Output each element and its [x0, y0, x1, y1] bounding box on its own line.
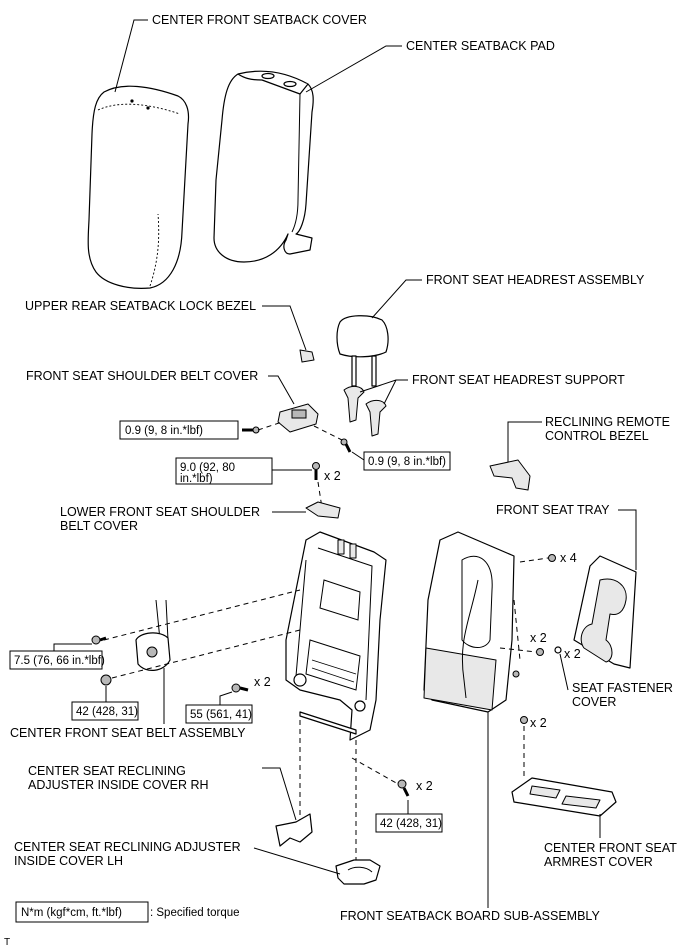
- label-front-seat-headrest-assembly: FRONT SEAT HEADREST ASSEMBLY: [426, 273, 645, 287]
- screw-board: [536, 648, 544, 656]
- label-reclining-bezel-line1: RECLINING REMOTE: [545, 415, 670, 429]
- leader-reclining-bezel: [507, 421, 542, 462]
- label-center-seatback-pad: CENTER SEATBACK PAD: [406, 39, 555, 53]
- label-adjuster-rh-line2: ADJUSTER INSIDE COVER RH: [28, 778, 209, 792]
- seat-belt-assembly-part: [135, 599, 171, 671]
- torque-shoulder-cover-right: 0.9 (9, 8 in.*lbf): [368, 456, 446, 468]
- leader-adjuster-cover-rh: [262, 767, 297, 821]
- qty-tray-screw: x 4: [560, 551, 577, 565]
- torque-frame-bottom: 42 (428, 31): [380, 818, 442, 830]
- label-adjuster-rh-line1: CENTER SEAT RECLINING: [28, 764, 186, 778]
- leader-headrest: [371, 279, 422, 319]
- torque-belt-upper: 7.5 (76, 66 in.*lbf): [14, 655, 105, 667]
- label-front-seat-tray: FRONT SEAT TRAY: [496, 503, 610, 517]
- torque-box-frame-bottom: [375, 813, 443, 833]
- label-front-seat-shoulder-belt-cover: FRONT SEAT SHOULDER BELT COVER: [26, 369, 258, 383]
- label-center-front-seatback-cover: CENTER FRONT SEATBACK COVER: [152, 13, 367, 27]
- screw-shoulder-cover-left: [242, 426, 260, 434]
- armrest-screw: [520, 716, 528, 724]
- label-center-front-seat-belt-assembly: CENTER FRONT SEAT BELT ASSEMBLY: [10, 726, 246, 740]
- qty-lower-cover-bolt: x 2: [324, 469, 341, 483]
- bolt-belt-upper: [91, 635, 107, 645]
- label-fastener-line1: SEAT FASTENER: [572, 681, 673, 695]
- bolt-frame-left: [231, 683, 249, 693]
- leader-front-seat-tray: [618, 509, 637, 570]
- torque-box-belt-upper: [9, 650, 103, 670]
- legend-description: : Specified torque: [150, 907, 240, 919]
- seatback-board-part: [423, 531, 521, 713]
- label-adjuster-lh-line2: INSIDE COVER LH: [14, 854, 123, 868]
- qty-board-screw: x 2: [530, 631, 547, 645]
- leader-lock-bezel: [262, 305, 307, 351]
- leader-shoulder-belt-cover: [268, 375, 295, 405]
- dashed-line-shoulder-cover-right: [313, 425, 343, 441]
- lower-shoulder-belt-cover-part: [305, 501, 341, 519]
- label-fastener-line2: COVER: [572, 695, 616, 709]
- screw-shoulder-cover-right: [340, 438, 352, 453]
- headrest-support-part: [343, 385, 387, 437]
- leader-headrest-support: [359, 379, 408, 405]
- armrest-cover-part: [511, 777, 617, 817]
- bolt-lower-cover: [312, 462, 320, 480]
- label-front-seat-headrest-support: FRONT SEAT HEADREST SUPPORT: [412, 373, 625, 387]
- bolt-belt-lower: [100, 674, 112, 686]
- lock-bezel-part: [299, 349, 315, 363]
- label-armrest-line2: ARMREST COVER: [544, 855, 653, 869]
- torque-box-shoulder-cover-right: [363, 451, 451, 471]
- label-lower-cover-line2: BELT COVER: [60, 519, 138, 533]
- seatback-cover-part: [87, 85, 190, 289]
- qty-armrest-screw: x 2: [530, 716, 547, 730]
- screw-board-lower: [512, 670, 520, 678]
- legend-unit-text: N*m (kgf*cm, ft.*lbf): [21, 907, 122, 919]
- label-upper-rear-seatback-lock-bezel: UPPER REAR SEATBACK LOCK BEZEL: [25, 299, 256, 313]
- torque-lower-cover-line2: in.*lbf): [180, 473, 213, 485]
- seat-fastener-cover-part: [554, 646, 562, 654]
- dashed-line-shoulder-cover-left: [257, 421, 283, 431]
- label-front-seatback-board: FRONT SEATBACK BOARD SUB-ASSEMBLY: [340, 909, 600, 923]
- leader-seatback-cover: [114, 19, 148, 93]
- torque-lower-cover-line1: 9.0 (92, 80: [180, 462, 235, 474]
- torque-box-frame-left: [185, 704, 253, 724]
- headrest-part: [336, 315, 389, 387]
- qty-frame-left-bolt: x 2: [254, 675, 271, 689]
- label-reclining-bezel-line2: CONTROL BEZEL: [545, 429, 649, 443]
- torque-box-shoulder-cover-left: [119, 420, 239, 440]
- label-lower-cover-line1: LOWER FRONT SEAT SHOULDER: [60, 505, 260, 519]
- screw-tray: [548, 554, 556, 562]
- adjuster-cover-lh-part: [335, 859, 381, 885]
- footer-mark: T: [4, 937, 10, 948]
- qty-fastener-cover: x 2: [564, 647, 581, 661]
- torque-box-lower-cover: [175, 457, 273, 485]
- torque-belt-lower: 42 (428, 31): [76, 706, 138, 718]
- leader-adjuster-cover-lh: [253, 847, 341, 875]
- label-armrest-line1: CENTER FRONT SEAT: [544, 841, 677, 855]
- torque-shoulder-cover-left: 0.9 (9, 8 in.*lbf): [125, 425, 203, 437]
- reclining-bezel-part: [489, 459, 531, 491]
- leader-seatback-pad: [305, 45, 402, 93]
- torque-box-belt-lower: [71, 701, 139, 721]
- adjuster-cover-rh-part: [275, 813, 313, 847]
- seat-frame-part: [285, 531, 387, 741]
- torque-frame-left: 55 (561, 41): [190, 709, 252, 721]
- shoulder-belt-cover-part: [277, 403, 319, 433]
- front-seat-tray-part: [573, 555, 637, 669]
- bolt-frame-bottom: [397, 779, 410, 797]
- label-adjuster-lh-line1: CENTER SEAT RECLINING ADJUSTER: [14, 840, 241, 854]
- legend-unit-box: [15, 901, 149, 923]
- seatback-pad-part: [213, 70, 314, 263]
- qty-frame-bottom-bolt: x 2: [416, 779, 433, 793]
